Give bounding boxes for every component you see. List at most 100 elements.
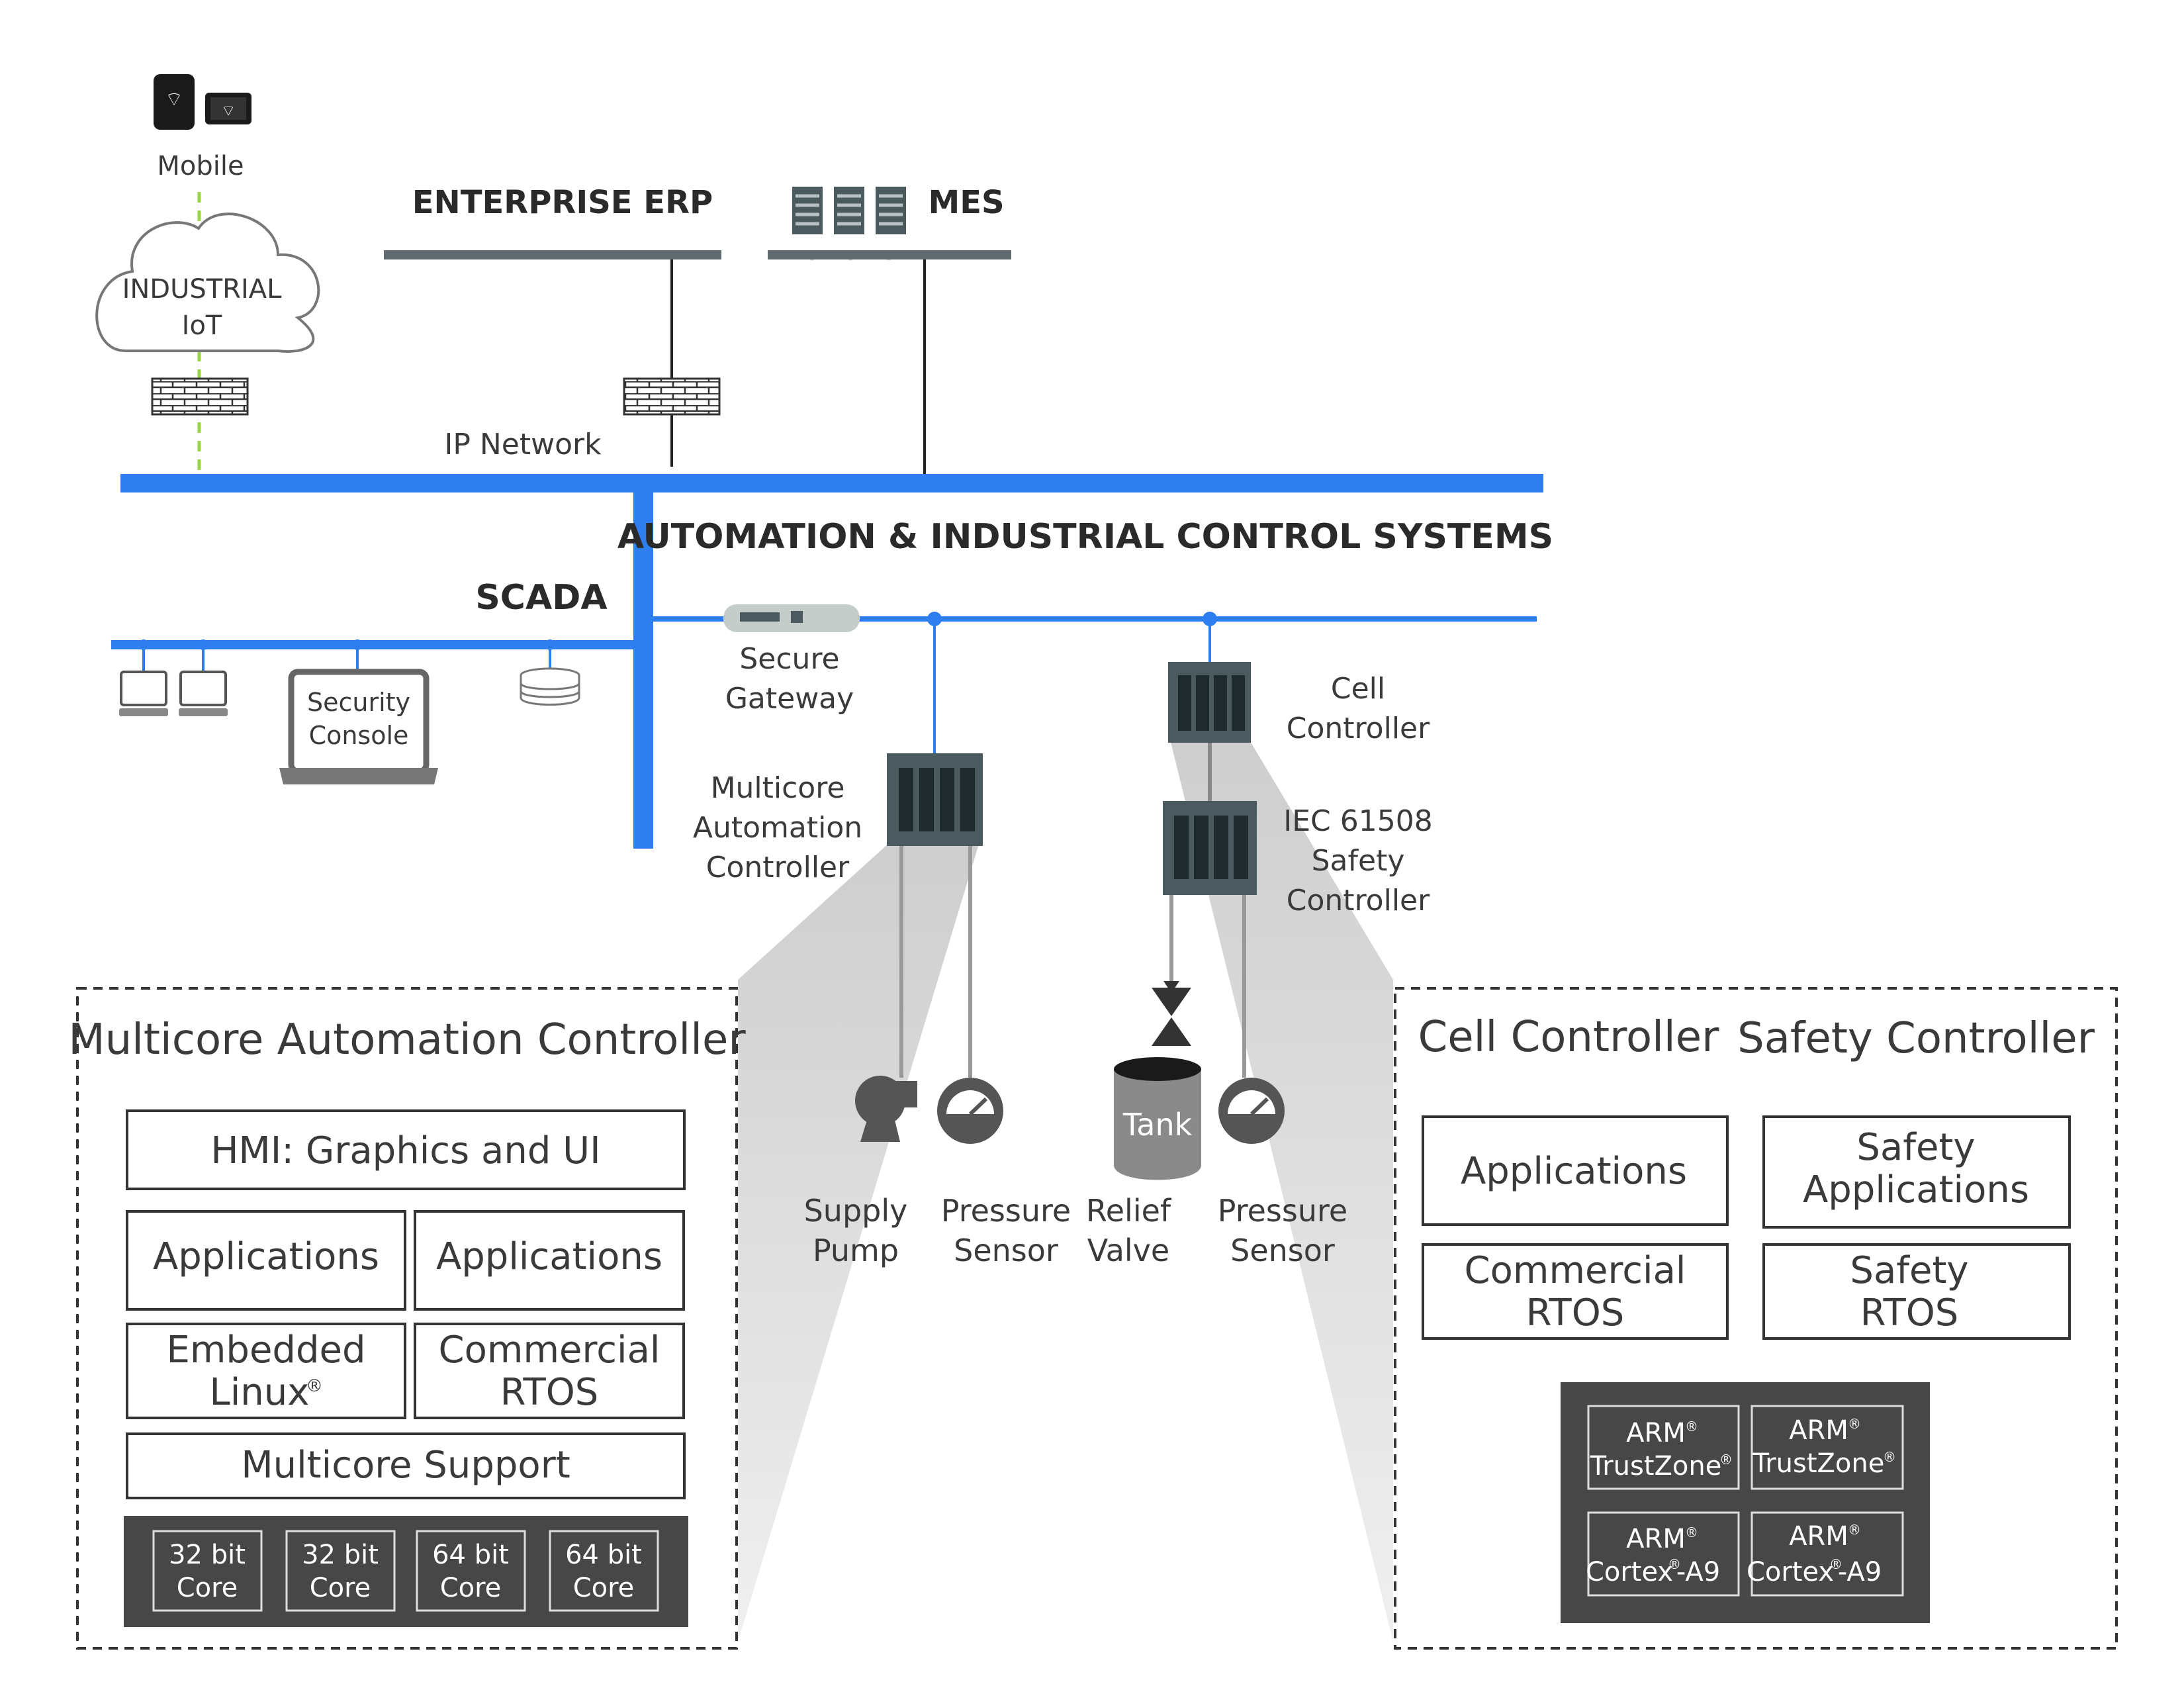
security-console-laptop	[279, 669, 438, 784]
security-console-label-1: Security	[307, 688, 410, 717]
mes-bus	[768, 250, 1011, 259]
svg-text:®: ®	[1685, 1419, 1698, 1434]
iot-label-2: IoT	[182, 310, 222, 341]
safety-controller-title: Safety Controller	[1737, 1014, 2095, 1063]
ics-trunk	[633, 491, 653, 849]
phone-icon	[154, 74, 195, 130]
firewall-icon-iot	[151, 377, 249, 416]
embedded-linux-1: Embedded	[166, 1329, 365, 1372]
arm-1-label-1: ARM	[1626, 1418, 1686, 1448]
database-icon	[520, 667, 580, 706]
device-label-valve-1: Relief	[1086, 1193, 1172, 1229]
security-console-label-2: Console	[309, 721, 409, 750]
arm-4-label-2: Cortex	[1747, 1557, 1834, 1587]
svg-text:®: ®	[1848, 1522, 1861, 1538]
mes-servers	[792, 187, 906, 260]
svg-text:®: ®	[1848, 1416, 1861, 1432]
registered-mark-linux: ®	[306, 1376, 323, 1396]
cell-controller-icon	[1168, 662, 1251, 743]
right-detail-panel: Cell Controller Safety Controller Applic…	[1394, 987, 2118, 1650]
arm-2-label-1: ARM	[1789, 1415, 1848, 1446]
core-3-label-1: 64 bit	[432, 1540, 509, 1570]
safety-controller-label-2: Safety	[1312, 844, 1405, 878]
ip-network-bus	[120, 474, 1543, 492]
firewall-icon-erp	[623, 377, 721, 416]
iot-label-1: INDUSTRIAL	[122, 274, 283, 305]
erp-label: ENTERPRISE ERP	[412, 184, 713, 221]
cell-controller-label-1: Cell	[1331, 672, 1385, 706]
svg-text:®: ®	[1829, 1556, 1843, 1572]
core-4-label-1: 64 bit	[565, 1540, 642, 1570]
device-label-pump-2: Pump	[813, 1233, 899, 1268]
erp-bus	[384, 250, 721, 259]
tank-label: Tank	[1122, 1107, 1193, 1143]
svg-text:®: ®	[1719, 1452, 1733, 1468]
safety-controller-icon	[1163, 801, 1257, 895]
core-4-label-2: Core	[573, 1573, 635, 1603]
core-2-label-2: Core	[310, 1573, 371, 1603]
safety-applications-1: Safety	[1856, 1126, 1975, 1169]
embedded-linux-2: Linux	[210, 1371, 310, 1414]
mes-label: MES	[928, 184, 1004, 221]
multicore-support-layer: Multicore Support	[241, 1444, 570, 1487]
safety-controller-label-1: IEC 61508	[1283, 804, 1432, 838]
device-label-pump-1: Supply	[804, 1193, 908, 1229]
arm-3-label-2: Cortex	[1586, 1557, 1673, 1587]
tank-icon	[1114, 1057, 1201, 1180]
arm-2-label-2: TrustZone	[1752, 1448, 1885, 1479]
multicore-label-1: Multicore	[711, 771, 845, 805]
ics-bus	[653, 616, 1537, 622]
safety-rtos-1: Safety	[1850, 1249, 1968, 1292]
zoom-beam-right	[1168, 731, 1393, 1642]
device-label-valve-2: Valve	[1087, 1233, 1169, 1268]
applications-layer-2: Applications	[436, 1235, 662, 1278]
relief-valve-icon	[1152, 988, 1191, 1046]
cell-controller-title: Cell Controller	[1418, 1013, 1719, 1062]
workstation-icon-1	[119, 671, 168, 716]
mobile-devices: ⌔ ⌔	[154, 74, 251, 130]
secure-gateway-icon	[723, 604, 860, 632]
applications-right: Applications	[1461, 1150, 1687, 1193]
cloud-shape	[95, 212, 320, 353]
arm-4-label-1: ARM	[1789, 1521, 1848, 1552]
commercial-rtos-left-1: Commercial	[439, 1329, 660, 1372]
commercial-rtos-right-2: RTOS	[1526, 1291, 1625, 1335]
svg-text:®: ®	[1883, 1449, 1896, 1465]
safety-controller-label-3: Controller	[1287, 884, 1430, 917]
core-1-label-1: 32 bit	[169, 1540, 246, 1570]
arm-3-label-1: ARM	[1626, 1524, 1686, 1554]
multicore-label-3: Controller	[706, 851, 850, 884]
arm-1-label-2: TrustZone	[1590, 1451, 1722, 1481]
svg-text:®: ®	[1685, 1524, 1698, 1540]
safety-applications-2: Applications	[1803, 1168, 2029, 1211]
hmi-layer: HMI: Graphics and UI	[210, 1129, 600, 1172]
commercial-rtos-right-1: Commercial	[1465, 1249, 1686, 1292]
left-detail-panel: Multicore Automation Controller HMI: Gra…	[68, 987, 746, 1650]
device-label-sensor1-1: Pressure	[941, 1193, 1071, 1229]
zoom-beam-left	[738, 842, 979, 1642]
core-2-label-1: 32 bit	[302, 1540, 379, 1570]
multicore-label-2: Automation	[693, 811, 862, 845]
scada-bus	[111, 640, 635, 649]
left-panel-title: Multicore Automation Controller	[68, 1015, 746, 1064]
ics-title: AUTOMATION & INDUSTRIAL CONTROL SYSTEMS	[617, 517, 1553, 557]
commercial-rtos-left-2: RTOS	[500, 1371, 599, 1414]
core-3-label-2: Core	[440, 1573, 502, 1603]
device-label-sensor2-2: Sensor	[1230, 1233, 1335, 1268]
field-wiring	[899, 846, 1246, 1078]
device-label-sensor2-1: Pressure	[1218, 1193, 1347, 1229]
workstation-icon-2	[179, 671, 228, 716]
pressure-sensor-icon-1	[937, 1078, 1003, 1144]
svg-text:®: ®	[1668, 1556, 1681, 1572]
scada-label: SCADA	[475, 578, 607, 618]
device-label-sensor1-2: Sensor	[954, 1233, 1058, 1268]
safety-rtos-2: RTOS	[1860, 1291, 1959, 1335]
svg-text:⌔: ⌔	[221, 101, 236, 120]
pressure-sensor-icon-2	[1218, 1078, 1285, 1144]
mobile-label: Mobile	[157, 151, 244, 181]
arm-4-label-3: -A9	[1838, 1557, 1882, 1587]
svg-text:⌔: ⌔	[165, 88, 183, 111]
cell-controller-label-2: Controller	[1287, 712, 1430, 745]
ip-network-label: IP Network	[444, 428, 602, 461]
